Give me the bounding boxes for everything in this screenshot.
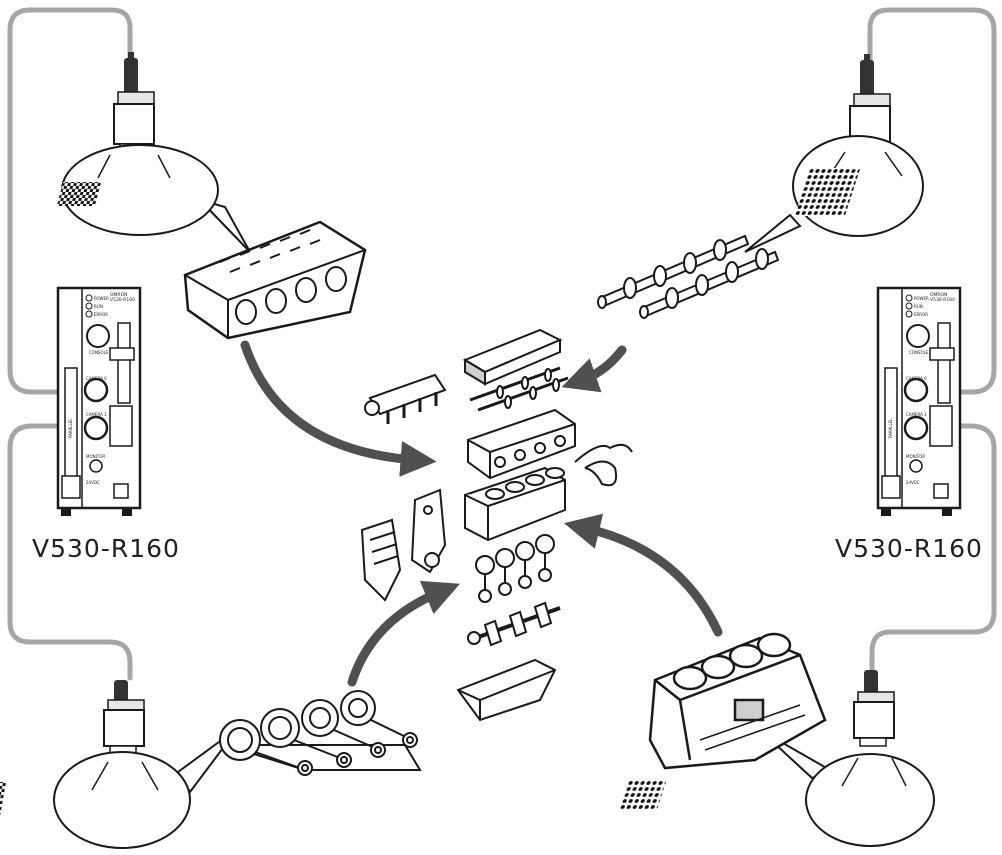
- camera0-port: [903, 377, 929, 403]
- svg-text:CONSOLE: CONSOLE: [909, 350, 929, 355]
- dot-matrix-code: [794, 168, 861, 216]
- central-cylinder-head: [467, 408, 576, 480]
- camera1-port: [903, 415, 929, 441]
- svg-text:PARALLEL: PARALLEL: [888, 418, 893, 438]
- central-engine-block: [464, 466, 566, 542]
- camera0-port: [83, 377, 109, 403]
- svg-text:ERROR: ERROR: [914, 312, 928, 317]
- cable-bottom-left: [7, 423, 133, 681]
- svg-text:CAMERA 0: CAMERA 0: [86, 376, 107, 381]
- camera-bottom-left: [103, 680, 145, 755]
- svg-text:MONITOR: MONITOR: [906, 454, 925, 459]
- cable-top-right: [867, 7, 997, 395]
- svg-text:POWER: POWER: [94, 296, 109, 301]
- controller-brand: OMRON: [110, 292, 127, 298]
- pistons: [475, 534, 555, 603]
- data-matrix-code: [56, 182, 102, 206]
- controller-face-model: V530-R160: [930, 297, 955, 303]
- callout-top-left: [56, 144, 251, 253]
- arrow-block-to-engine: [563, 513, 723, 637]
- monitor-port: [89, 459, 103, 473]
- engine-exploded-view: [360, 328, 633, 722]
- controller-right: OMRON V530-R160 POWER RUN ERROR CONSOLE …: [876, 286, 962, 516]
- oil-pan: [456, 658, 557, 722]
- svg-text:ERROR: ERROR: [94, 312, 108, 317]
- svg-text:24VDC: 24VDC: [906, 480, 920, 485]
- camera-cables: [7, 7, 997, 681]
- svg-text:CAMERA 0: CAMERA 0: [906, 376, 927, 381]
- cable-top-left: [7, 7, 133, 395]
- data-matrix-code: [0, 782, 7, 816]
- svg-text:PARALLEL: PARALLEL: [68, 418, 73, 438]
- svg-text:RUN: RUN: [94, 304, 103, 309]
- camera-top-left: [113, 52, 155, 155]
- svg-text:24VDC: 24VDC: [86, 480, 100, 485]
- cylinder-head-part: [183, 220, 367, 340]
- flow-arrows: [240, 340, 723, 687]
- camera1-port: [83, 415, 109, 441]
- svg-text:CAMERA 1: CAMERA 1: [906, 412, 927, 417]
- crankshaft: [467, 601, 561, 647]
- connecting-rods-part: [219, 690, 422, 776]
- arrow-camshaft-to-engine: [561, 345, 627, 393]
- controller-face-model: V530-R160: [110, 297, 135, 303]
- callout-bottom-right: [618, 729, 935, 847]
- console-port: [86, 324, 110, 348]
- camshafts-part: [597, 234, 780, 319]
- timing-cover: [410, 488, 447, 574]
- controller-right-label: V530-R160: [835, 534, 983, 563]
- callout-top-right: [744, 135, 924, 253]
- svg-text:CONSOLE: CONSOLE: [89, 350, 109, 355]
- dot-matrix-code: [618, 780, 667, 810]
- central-camshafts: [469, 366, 569, 412]
- arrow-rods-to-engine: [347, 580, 460, 687]
- intake-manifold: [364, 373, 447, 424]
- cylinder-block-part: [648, 632, 827, 770]
- belt-guard: [360, 518, 402, 602]
- monitor-port: [909, 459, 923, 473]
- svg-text:RUN: RUN: [914, 304, 923, 309]
- arrow-head-to-engine: [240, 340, 437, 477]
- camera-bottom-right: [853, 670, 895, 747]
- svg-text:MONITOR: MONITOR: [86, 454, 105, 459]
- cable-bottom-right: [869, 423, 997, 675]
- controller-left-label: V530-R160: [32, 534, 180, 563]
- valve-cover: [462, 328, 563, 386]
- controller-left: OMRON V530-R160 POWER RUN ERROR CONSOLE …: [56, 286, 142, 516]
- exhaust-manifold: [574, 443, 633, 487]
- svg-text:POWER: POWER: [914, 296, 929, 301]
- console-port: [906, 324, 930, 348]
- svg-text:CAMERA 1: CAMERA 1: [86, 412, 107, 417]
- controller-brand: OMRON: [930, 292, 947, 298]
